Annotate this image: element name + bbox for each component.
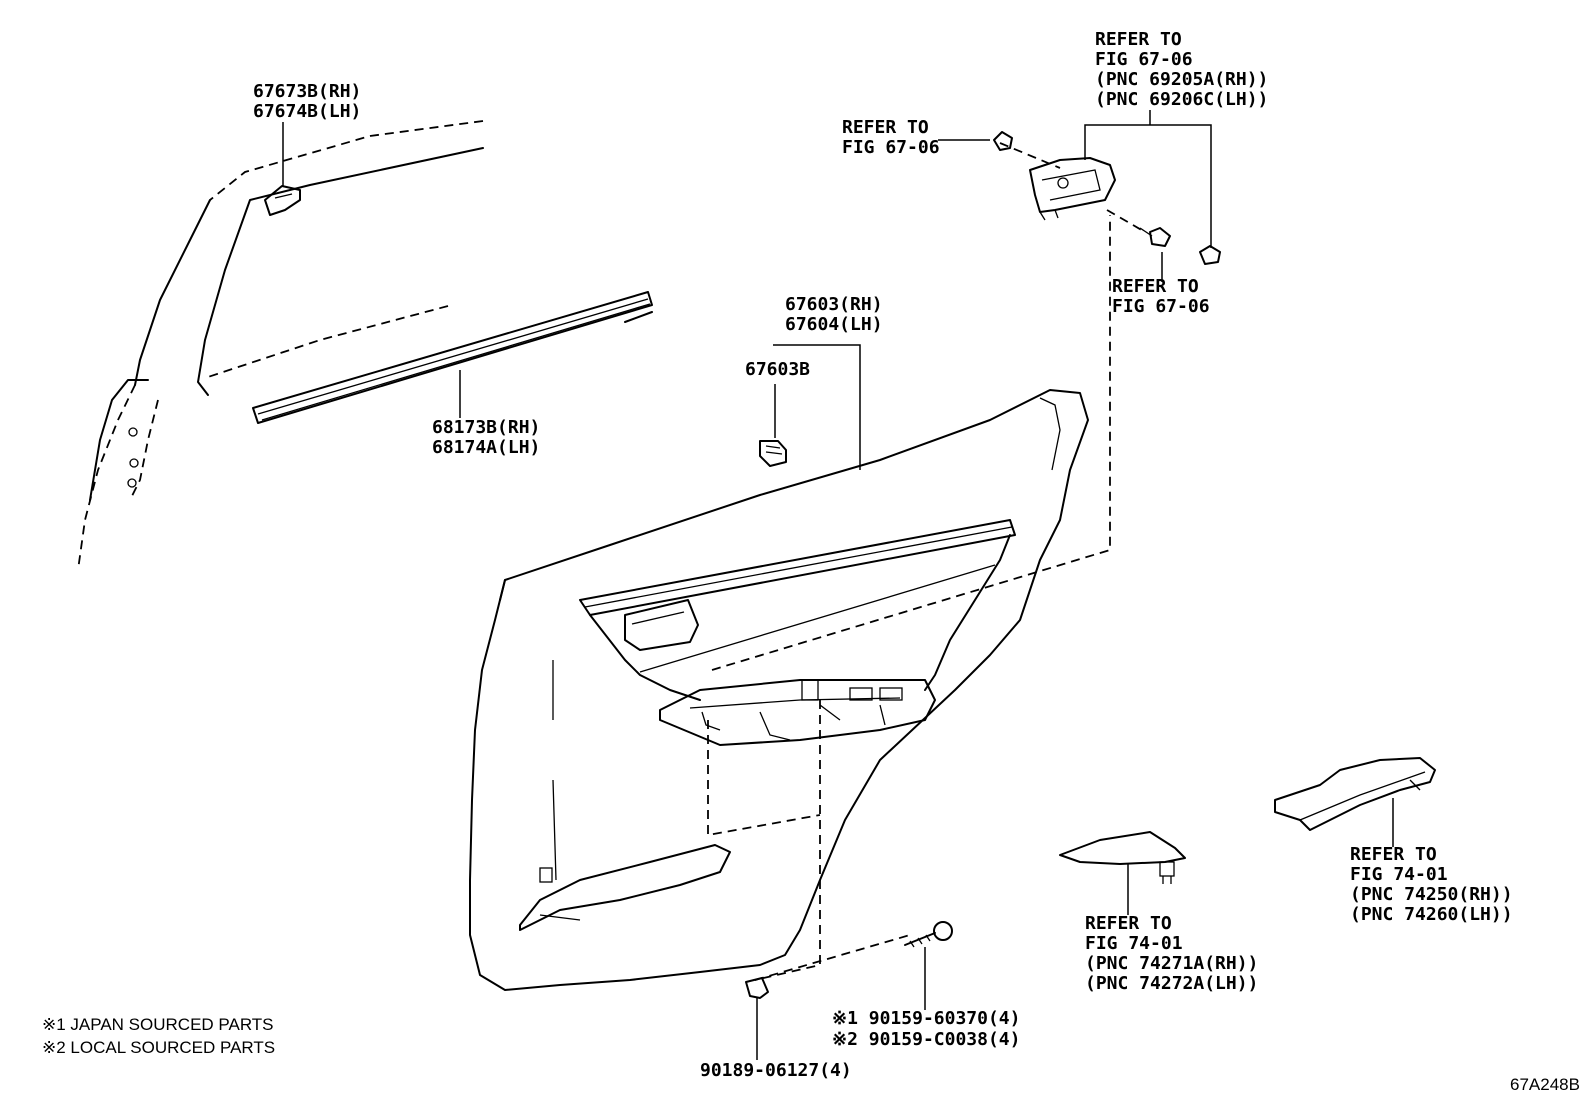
refer-handle-line2: FIG 67-06 [1095, 49, 1193, 70]
handle-cap-part [993, 131, 1013, 151]
refer-handle-screw-line2: FIG 67-06 [1112, 296, 1210, 317]
refer-handle-left-line2: FIG 67-06 [842, 137, 940, 158]
callout-weatherstrip-lh: 68174A(LH) [432, 437, 540, 458]
refer-armrest-upper-line4: (PNC 74260(LH)) [1350, 904, 1513, 925]
garnish-part [264, 122, 301, 216]
refer-handle-left-line1: REFER TO [842, 117, 929, 138]
refer-armrest-cover-line3: (PNC 74271A(RH)) [1085, 953, 1258, 974]
refer-handle-screw-line1: REFER TO [1112, 276, 1199, 297]
callout-screw-local: ※2 90159-C0038(4) [832, 1029, 1020, 1050]
refer-handle-line1: REFER TO [1095, 29, 1182, 50]
weatherstrip-part [252, 291, 653, 424]
callout-bottom-clip: 90189-06127(4) [700, 1060, 852, 1081]
door-trim-board [469, 389, 1089, 991]
bottom-clip-part [745, 977, 769, 1060]
refer-armrest-upper-line1: REFER TO [1350, 844, 1437, 865]
callout-clip: 67603B [745, 359, 810, 380]
refer-handle-line3: (PNC 69205A(RH)) [1095, 69, 1268, 90]
screw-part [904, 921, 953, 1010]
armrest-upper-part [1274, 757, 1436, 847]
callout-weatherstrip-rh: 68173B(RH) [432, 417, 540, 438]
handle-plug-part [1199, 245, 1221, 265]
refer-armrest-cover-line4: (PNC 74272A(LH)) [1085, 973, 1258, 994]
callout-screw-japan: ※1 90159-60370(4) [832, 1008, 1020, 1029]
callout-trim-lh: 67604(LH) [785, 314, 883, 335]
refer-handle-line4: (PNC 69206C(LH)) [1095, 89, 1268, 110]
trim-clip-part [759, 440, 787, 467]
callout-garnish-lh: 67674B(LH) [253, 101, 361, 122]
door-frame [77, 120, 484, 571]
handle-screw-part [1139, 227, 1171, 247]
legend-local-sourced: ※2 LOCAL SOURCED PARTS [42, 1038, 275, 1057]
refer-armrest-upper-line2: FIG 74-01 [1350, 864, 1448, 885]
assembly-lines [707, 142, 1146, 981]
armrest-cover-part [1059, 831, 1186, 915]
refer-armrest-upper-line3: (PNC 74250(RH)) [1350, 884, 1513, 905]
legend-japan-sourced: ※1 JAPAN SOURCED PARTS [42, 1015, 274, 1034]
refer-armrest-cover-line1: REFER TO [1085, 913, 1172, 934]
callout-garnish-rh: 67673B(RH) [253, 81, 361, 102]
refer-armrest-cover-line2: FIG 74-01 [1085, 933, 1183, 954]
inside-handle-part [1029, 157, 1116, 221]
figure-code: 67A248B [1510, 1075, 1580, 1094]
callout-trim-rh: 67603(RH) [785, 294, 883, 315]
